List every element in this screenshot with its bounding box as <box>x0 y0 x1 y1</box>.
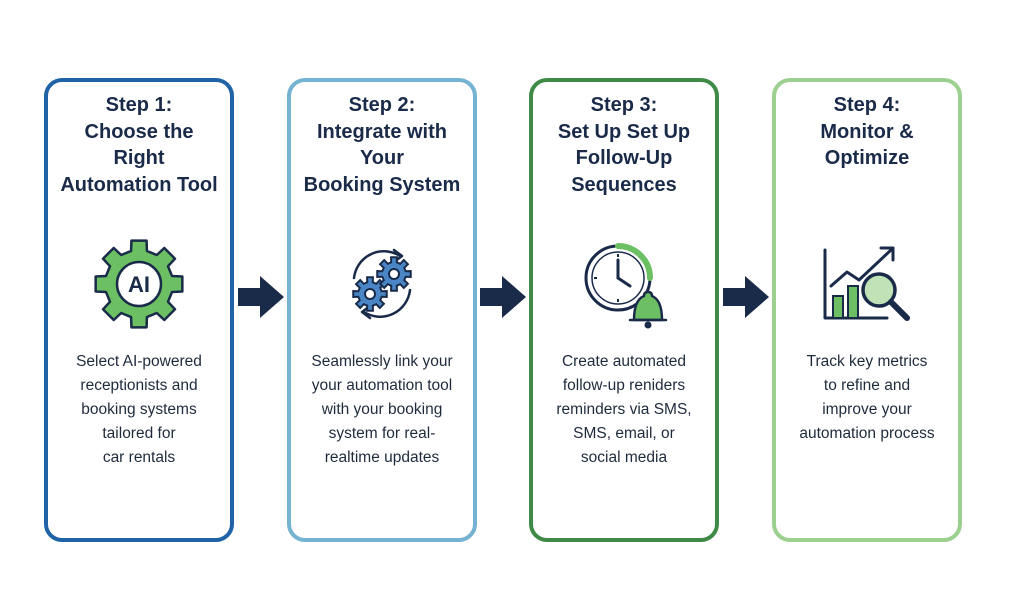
clock-bell-icon <box>564 234 684 334</box>
step-card-3: Step 3: Set Up Set Up Follow-Up Sequence… <box>529 78 719 542</box>
step-2-desc-line: with your booking <box>321 401 443 418</box>
step-1-description: Select AI-powered receptionists and book… <box>51 350 227 470</box>
step-2-desc-line: Seamlessly link your <box>311 353 453 370</box>
step-2-desc-line: realtime updates <box>324 449 440 466</box>
step-3-desc-line: follow-up reniders <box>562 377 686 394</box>
step-2-description: Seamlessly link your your automation too… <box>294 350 470 470</box>
step-3-title-line: Follow-Up <box>575 147 673 169</box>
step-1-title: Step 1: Choose the Right Automation Tool <box>51 92 227 212</box>
step-1-desc-line: car rentals <box>102 449 176 466</box>
step-1-title-line: Step 1: <box>105 94 173 116</box>
step-3-title-line: Step 3: <box>590 94 658 116</box>
step-1-title-line: Choose the <box>84 120 194 143</box>
ai-gear-icon: AI <box>79 234 199 334</box>
step-2-title-line: Step 2: <box>348 94 416 116</box>
step-1-desc-line: booking systems <box>81 401 197 418</box>
step-card-2: Step 2: Integrate with Your Booking Syst… <box>287 78 477 542</box>
step-2-title-line: Integrate with <box>316 120 447 143</box>
step-2-title: Step 2: Integrate with Your Booking Syst… <box>294 92 470 212</box>
step-3-title-line: Set Up Set Up <box>557 120 691 143</box>
step-2-title-line: Booking System <box>303 173 461 196</box>
step-4-title-line: Monitor & <box>820 120 914 143</box>
step-1-title-line: Automation Tool <box>60 173 218 196</box>
step-3-title-line: Sequences <box>571 173 677 196</box>
step-4-title-line: Step 4: <box>833 94 901 116</box>
step-3-desc-line: Create automated <box>561 353 687 370</box>
arrow-right-icon <box>238 276 284 318</box>
step-1-desc-line: tailored for <box>102 425 176 442</box>
step-3-description: Create automated follow-up reniders remi… <box>536 350 712 470</box>
step-4-title: Step 4: Monitor & Optimize <box>779 92 955 212</box>
ai-icon-label: AI <box>128 272 150 297</box>
chart-magnifier-icon <box>807 234 927 334</box>
step-2-desc-line: your automation tool <box>311 377 453 394</box>
step-4-desc-line: improve your <box>822 401 912 418</box>
step-2-title-line: Your <box>359 147 405 169</box>
step-3-desc-line: social media <box>580 449 668 466</box>
step-1-desc-line: receptionists and <box>80 377 198 394</box>
step-4-title-line: Optimize <box>824 147 910 169</box>
step-3-title: Step 3: Set Up Set Up Follow-Up Sequence… <box>536 92 712 212</box>
step-2-desc-line: system for real- <box>328 425 436 442</box>
step-1-title-line: Right <box>113 147 165 169</box>
step-card-1: Step 1: Choose the Right Automation Tool… <box>44 78 234 542</box>
gears-sync-icon <box>322 234 442 334</box>
step-4-desc-line: to refine and <box>823 377 911 394</box>
step-4-description: Track key metrics to refine and improve … <box>779 350 955 446</box>
step-3-desc-line: SMS, email, or <box>573 425 675 442</box>
step-4-desc-line: Track key metrics <box>806 353 928 370</box>
step-4-desc-line: automation process <box>799 425 935 442</box>
step-3-desc-line: reminders via SMS, <box>556 401 692 418</box>
arrow-right-icon <box>480 276 526 318</box>
step-card-4: Step 4: Monitor & Optimize Track key met… <box>772 78 962 542</box>
arrow-right-icon <box>723 276 769 318</box>
step-1-desc-line: Select AI-powered <box>76 353 202 370</box>
